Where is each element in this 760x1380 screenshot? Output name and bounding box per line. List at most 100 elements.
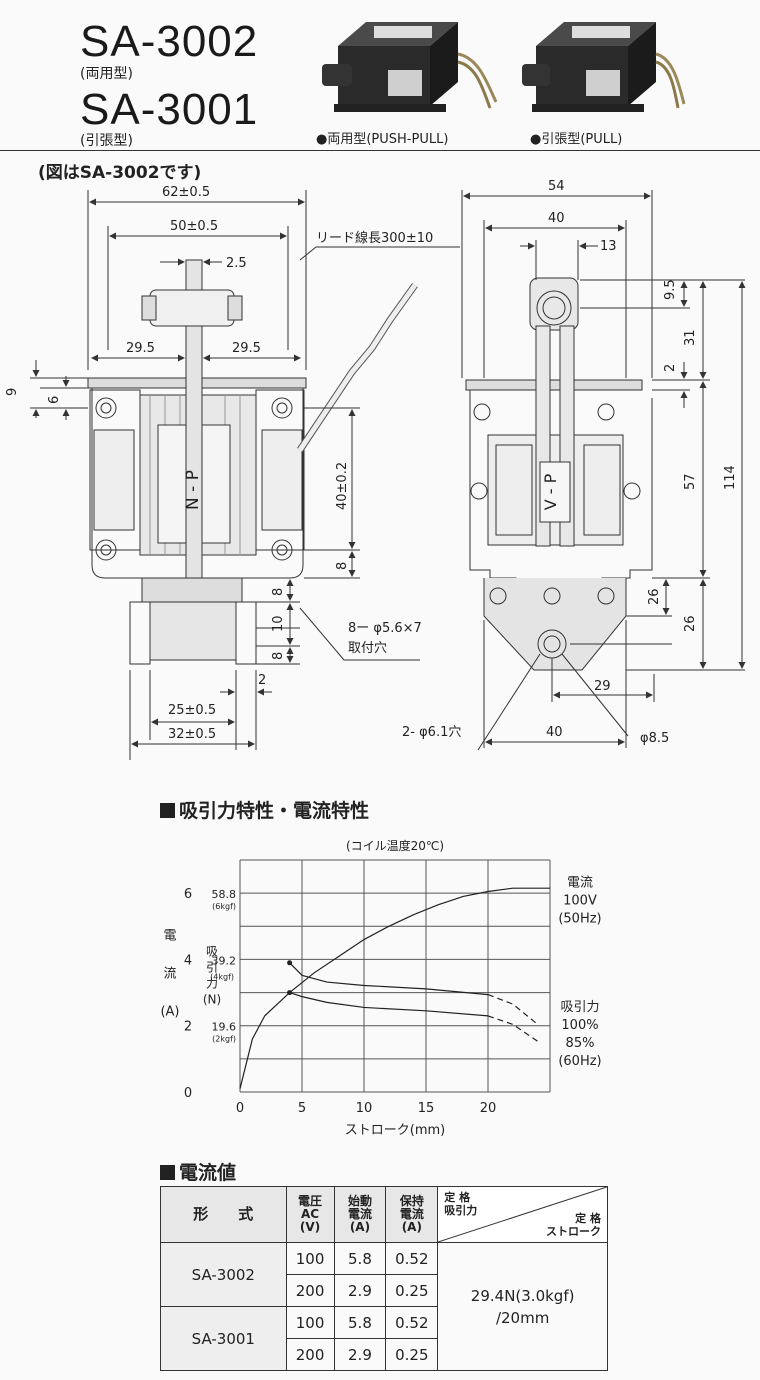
table-cell-voltage: 100 [285,1306,335,1339]
header-rated-stroke-l1: 定 格 [575,1212,601,1225]
dim-8-side: 8 [335,562,350,570]
table-section-title-text: 電流値 [179,1162,237,1184]
table-cell-start: 5.8 [333,1306,387,1339]
x-tick-label: 10 [356,1101,373,1116]
photo-caption-pull: ●引張型(PULL) [530,132,623,147]
series-line-dashed [487,1015,538,1042]
force-axis-label: 吸 [206,944,218,958]
header-voltage-l1: 電圧 [298,1194,323,1208]
technical-drawing: 62±0.5 50±0.5 2.5 29.5 29.5 9 6 40±0.2 8… [5,179,746,760]
force-series-label: 吸引力 [560,1000,599,1015]
dim-inner-width: 50±0.5 [170,219,218,234]
force-tick-label: 58.8 [212,888,237,901]
series-line-dashed [487,994,538,1025]
header-voltage-l2: AC [301,1207,320,1221]
table-section-title: 電流値 [160,1158,236,1185]
dim-25: 25±0.5 [168,703,216,718]
table-cell-hold: 0.25 [385,1338,439,1371]
dim-114: 114 [723,465,738,490]
mount-hole-note-2: 取付穴 [348,641,387,656]
current-axis-label: 流 [163,966,176,981]
header-model-b: 式 [238,1204,254,1223]
table-cell-voltage: 200 [285,1274,335,1307]
drawing-note: (図はSA-3002です) [38,163,202,183]
header-voltage-l3: (V) [299,1220,321,1234]
front-coil-mark: N - P [183,470,203,510]
current-axis-label: (A) [160,1004,179,1019]
section-marker [160,803,175,818]
chart-section-title-text: 吸引力特性・電流特性 [179,800,370,822]
side-coil-mark: V - P [541,473,560,510]
force-tick-kgf: (2kgf) [212,1035,236,1044]
header-start-l2: 電流 [347,1207,372,1221]
header-model: 形 式 [160,1186,287,1243]
force-series-label: (60Hz) [558,1054,601,1069]
series-line [289,962,489,996]
dim-half-right: 29.5 [232,341,261,356]
header-diagonal [438,1187,607,1242]
table-cell-model: SA-3002 [160,1242,287,1307]
chart-section-title: 吸引力特性・電流特性 [160,796,369,823]
table-cell-start: 2.9 [333,1274,387,1307]
current-series-label: 100V [563,894,597,909]
mount-hole-note-1: 8ー φ5.6×7 [348,621,422,636]
current-tick-label: 2 [184,1020,192,1035]
force-tick-kgf: (6kgf) [212,902,236,911]
x-tick-label: 5 [298,1101,306,1116]
table-cell-hold: 0.52 [385,1242,439,1275]
force-tick-label: 19.6 [212,1021,237,1034]
dim-8-a: 8 [271,588,286,596]
current-series-label: 電流 [567,876,593,891]
header-rated-force-l2: 吸引力 [444,1204,478,1217]
series-start-point [287,990,293,996]
header-hold-l3: (A) [401,1220,422,1234]
force-axis-label: 引 [206,960,218,974]
table-cell-model: SA-3001 [160,1306,287,1371]
dim-plunger: 2.5 [226,256,247,271]
force-series-label: 100% [561,1018,598,1033]
series-line [289,992,489,1017]
dim-6: 6 [47,396,62,404]
chart-title: (コイル温度20℃) [346,838,444,853]
table-cell-hold: 0.52 [385,1306,439,1339]
header-start-l3: (A) [349,1220,371,1234]
type-label-pull: (引張型) [80,133,133,149]
table-cell-voltage: 200 [285,1338,335,1371]
force-tick-label: 39.2 [212,954,237,967]
dim-9-5: 9.5 [663,279,678,300]
dim-2-side: 2 [663,364,678,372]
dim-54: 54 [548,179,565,194]
dim-57: 57 [683,473,698,490]
header-hold-l2: 電流 [399,1207,424,1221]
current-tick-label: 6 [184,887,192,902]
rating-stroke: /20mm [495,1308,550,1327]
header-rated-stroke-l2: ストローク [546,1225,601,1238]
dim-32: 32±0.5 [168,727,216,742]
dim-9: 9 [5,388,20,396]
dim-26-a: 26 [647,588,662,605]
side-view [461,190,746,751]
x-tick-label: 20 [480,1101,497,1116]
header-model-a: 形 [193,1204,209,1223]
lead-wire-note: リード線長300±10 [316,230,433,246]
current-series-label: (50Hz) [558,912,601,927]
dim-29: 29 [594,679,611,694]
table-cell-start: 2.9 [333,1338,387,1371]
dim-40-top: 40 [548,211,565,226]
force-axis-unit: (4kgf) [210,972,234,981]
front-view [30,190,460,760]
table-cell-start: 5.8 [333,1242,387,1275]
header-start-current: 始動電流(A) [333,1186,387,1243]
force-axis-label: 力 [206,976,218,990]
current-axis-label: 電 [163,928,176,943]
x-tick-label: 15 [418,1101,435,1116]
dim-26-b: 26 [683,615,698,632]
force-axis-label: (N) [203,992,221,1006]
x-axis-label: ストローク(mm) [345,1123,445,1138]
table-cell-rating: 29.4N(3.0kgf)/20mm [437,1242,608,1371]
dim-31: 31 [683,329,698,346]
header-divider [0,150,760,151]
